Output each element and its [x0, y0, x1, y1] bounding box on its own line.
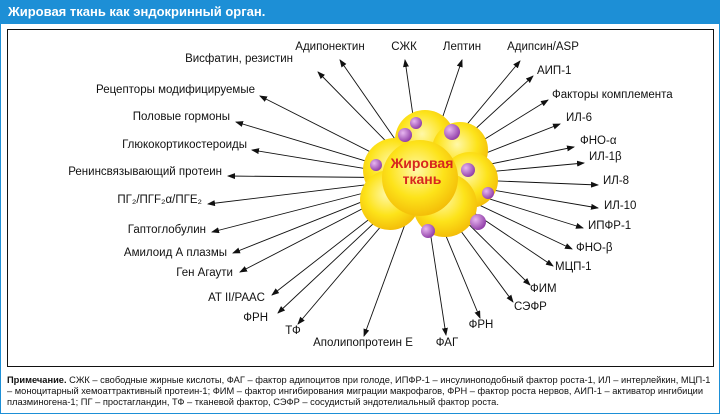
label-il-10: ИЛ-10	[604, 200, 636, 212]
label-fno: ФНО-α	[580, 135, 617, 147]
arrow-tf	[297, 211, 394, 325]
label-gen-agauti: Ген Агаути	[176, 267, 233, 279]
label-leptin: Лептин	[443, 41, 481, 53]
arrow-apolipoprotein-e	[363, 219, 408, 337]
arrow-glyukokortikosteroidy	[251, 148, 379, 172]
footnote-text: СЖК – свободные жирные кислоты, ФАГ – фа…	[7, 375, 711, 407]
label-reninsvyazyvayuschii-protein: Ренинсвязывающий протеин	[68, 166, 222, 178]
bead	[421, 224, 435, 238]
arrow-frn	[277, 207, 391, 314]
label-at-ii-paac: AT II/PAAC	[208, 292, 265, 304]
blob-lobe	[382, 140, 458, 216]
bead	[444, 124, 460, 140]
arrow-polovye-gormony	[235, 121, 381, 166]
label-mcp-1: МЦП-1	[555, 261, 592, 273]
label-pg-pgf-pge: ПГ₂/ПГF₂α/ПГЕ₂	[117, 194, 202, 206]
bead	[461, 163, 475, 177]
label-il-1: ИЛ-1β	[589, 151, 622, 163]
label-adipsin-asp: Адипсин/ASP	[507, 41, 579, 53]
label-gaptoglobulin: Гаптоглобулин	[128, 224, 206, 236]
label-glyukokortikosteroidy: Глюкокортикостероиды	[122, 139, 247, 151]
arrow-amiloid-a-plazmy	[232, 193, 382, 254]
label-adiponektin: Адипонектин	[295, 41, 364, 53]
bead	[398, 128, 412, 142]
label-apolipoprotein-e: Аполипопротеин Е	[313, 337, 413, 349]
bead	[482, 187, 494, 199]
blob-title-line1: Жировая	[390, 155, 454, 171]
label-szhk: СЖК	[391, 41, 417, 53]
label-ipfr-1: ИПФР-1	[588, 220, 631, 232]
figure-header: Жировая ткань как эндокринный орган.	[0, 0, 720, 24]
label-receptory-modificiruemye: Рецепторы модифицируемые	[96, 84, 255, 96]
label-fim: ФИМ	[530, 283, 557, 295]
label-aip-1: АИП-1	[537, 65, 571, 77]
bead	[410, 117, 422, 129]
arrow-adiponektin	[339, 59, 398, 143]
figure-title: Жировая ткань как эндокринный орган.	[8, 4, 266, 19]
label-faktory-komplementa: Факторы комплемента	[552, 89, 673, 101]
label-fno: ФНО-β	[576, 242, 613, 254]
label-il-8: ИЛ-8	[603, 175, 629, 187]
bead	[470, 214, 486, 230]
label-tf: ТФ	[285, 325, 301, 337]
adipose-tissue-blob: Жировая ткань	[360, 110, 498, 238]
arrow-gen-agauti	[239, 197, 384, 273]
label-frn: ФРН	[243, 312, 268, 324]
arrow-reninsvyazyvayuschii-protein	[227, 173, 379, 180]
arrow-fag	[428, 221, 448, 336]
blob-title-line2: ткань	[403, 171, 442, 187]
label-polovye-gormony: Половые гормоны	[133, 111, 230, 123]
footnote-prefix: Примечание.	[7, 375, 67, 385]
bead	[370, 159, 382, 171]
label-sefr: СЭФР	[514, 301, 547, 313]
arrow-gaptoglobulin	[211, 188, 380, 234]
arrow-pg-pgf-pge	[207, 182, 379, 207]
label-amiloid-a-plazmy: Амилоид А плазмы	[124, 247, 227, 259]
label-visfatin-rezistin: Висфатин, резистин	[185, 53, 293, 65]
footnote: Примечание. СЖК – свободные жирные кисло…	[7, 375, 713, 408]
arrow-receptory-modificiruemye	[259, 95, 383, 159]
label-frn: ФРН	[469, 319, 494, 331]
label-il-6: ИЛ-6	[566, 112, 592, 124]
label-fag: ФАГ	[436, 337, 459, 349]
arrow-visfatin-rezistin	[317, 71, 392, 147]
